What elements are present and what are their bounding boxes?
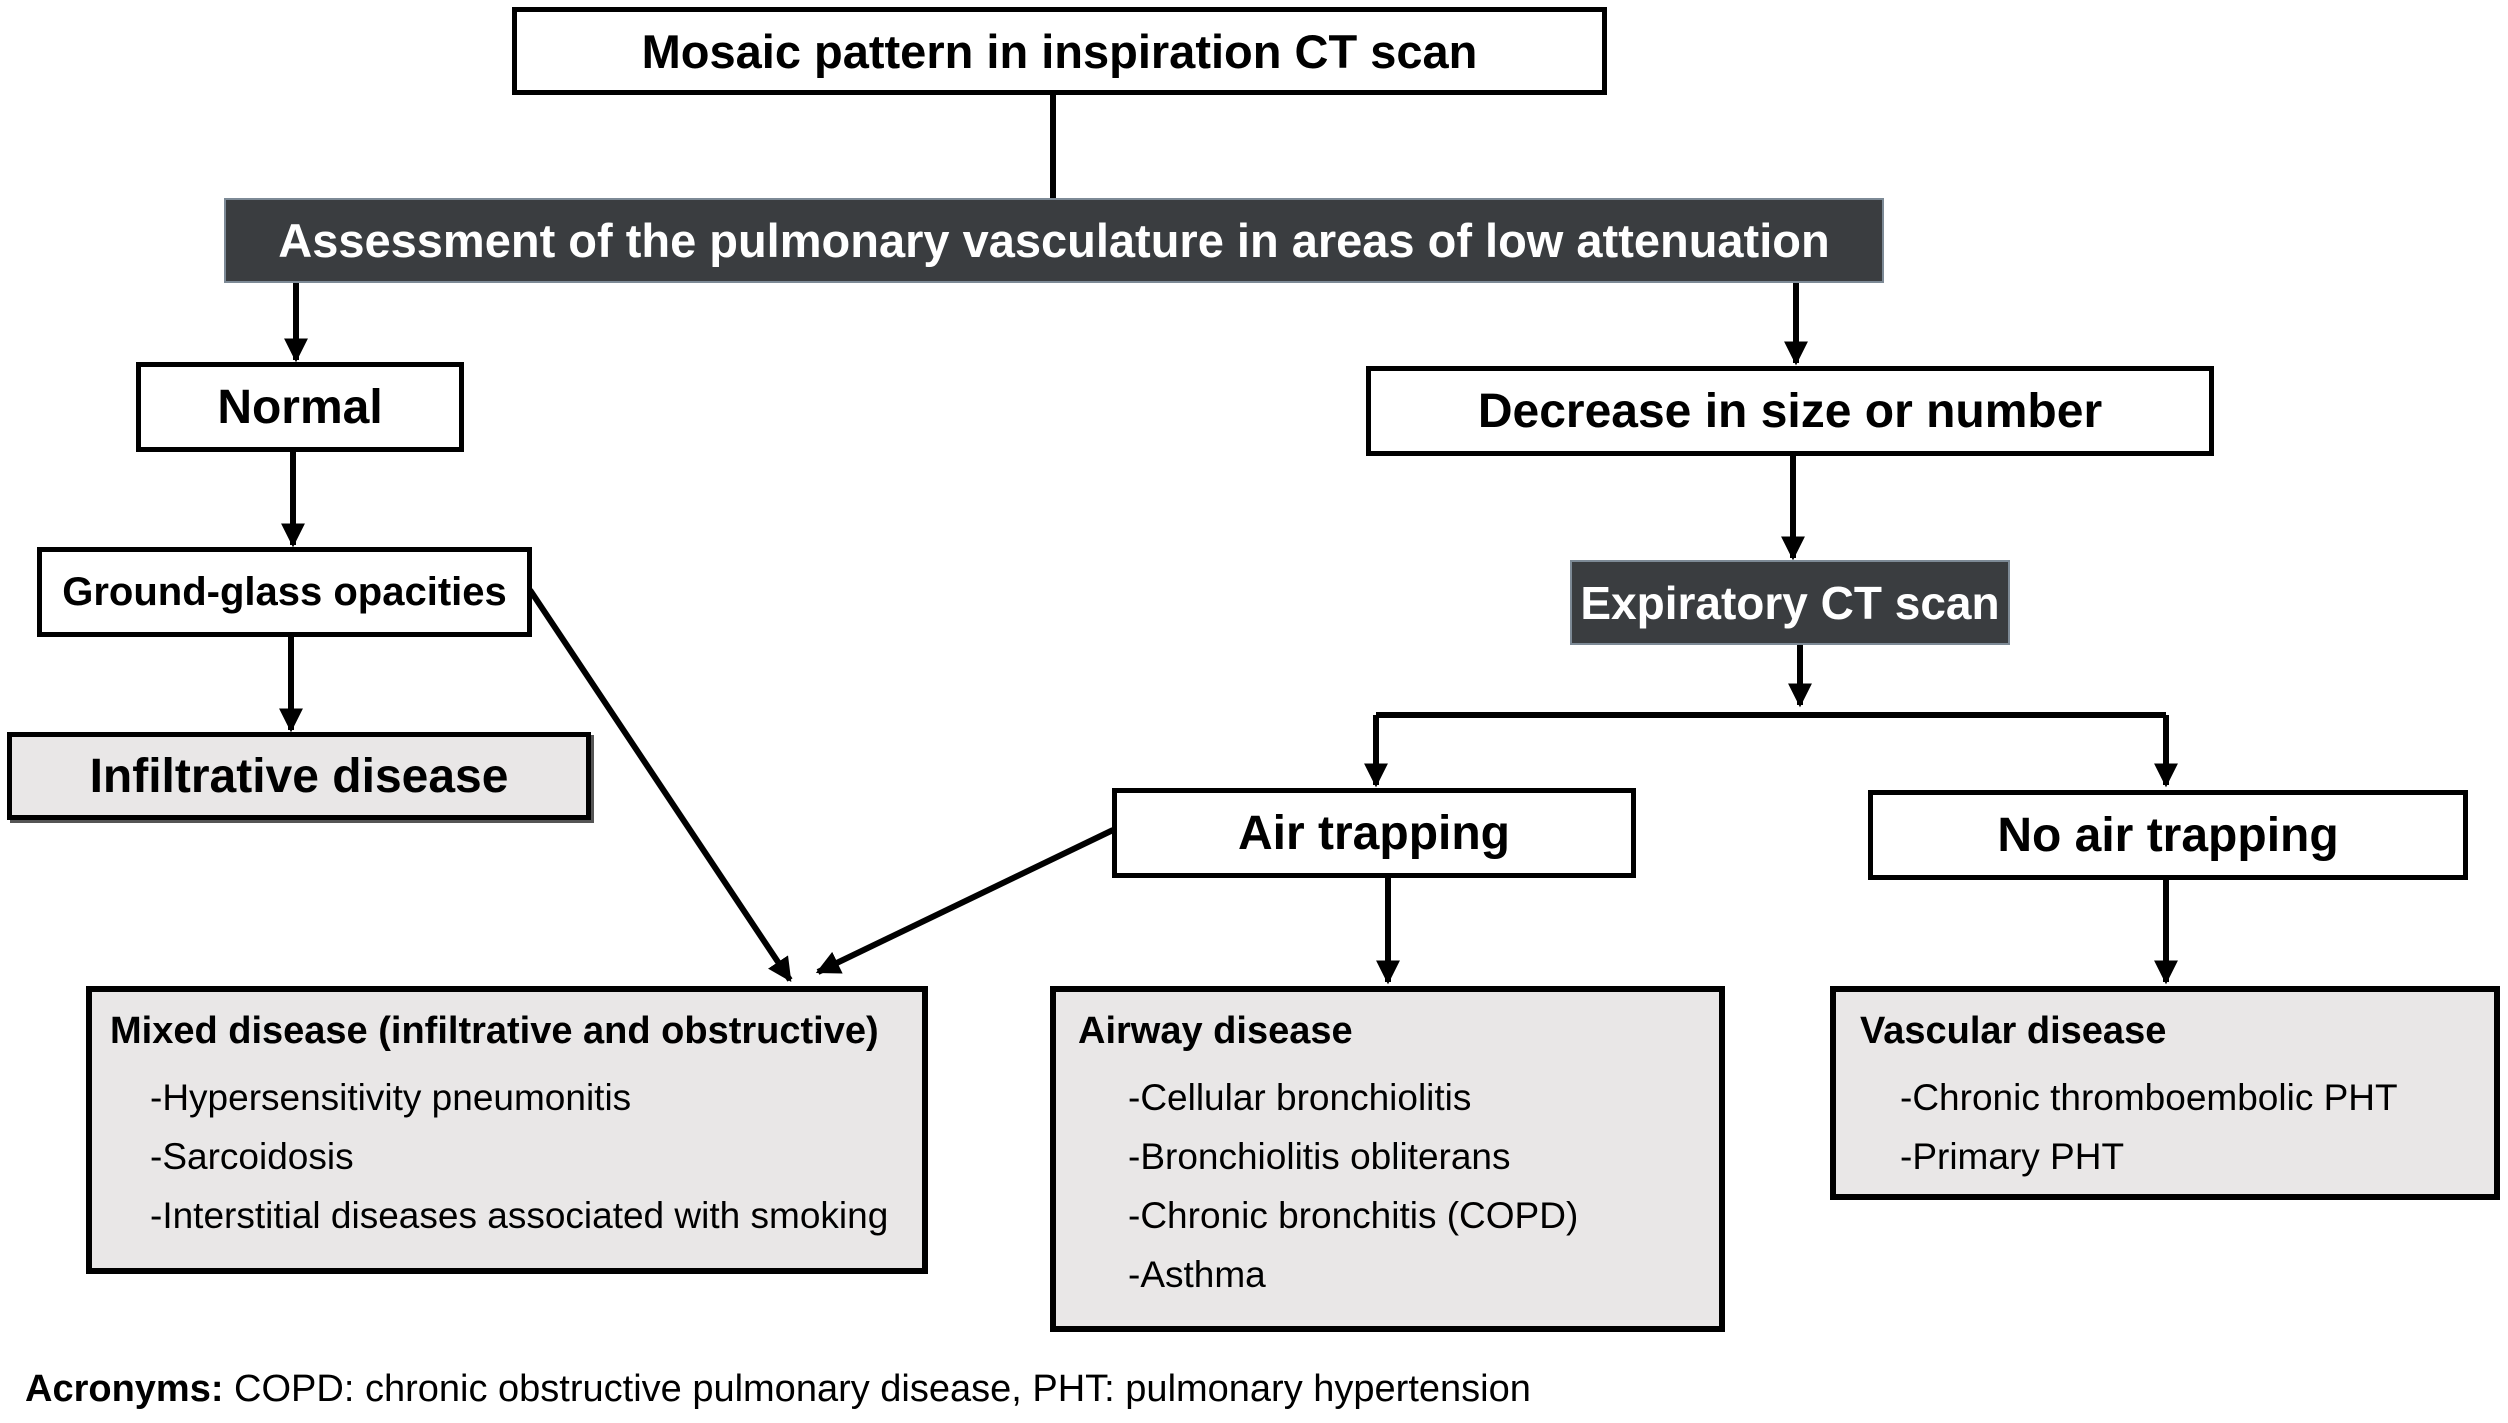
outcome-mixed-disease: Mixed disease (infiltrative and obstruct… [86,986,928,1274]
outcome-vascular-disease-title: Vascular disease [1860,1010,2167,1052]
node-infiltrative-disease-label: Infiltrative disease [89,749,509,803]
node-infiltrative-disease: Infiltrative disease [7,732,591,820]
arrow-airtrapping-mixed [815,827,1115,975]
arrow-groundglass-mixed [527,588,793,982]
acronyms-text: COPD: chronic obstructive pulmonary dise… [223,1368,1531,1410]
list-item: -Chronic bronchitis (COPD) [1128,1195,1579,1236]
list-item: -Hypersensitivity pneumonitis [150,1077,632,1118]
list-item: -Bronchiolitis obliterans [1128,1136,1511,1177]
list-item: -Asthma [1128,1254,1266,1295]
node-mosaic-pattern-label: Mosaic pattern in inspiration CT scan [641,24,1478,78]
list-item: -Sarcoidosis [150,1136,354,1177]
node-ground-glass-opacities-label: Ground-glass opacities [62,569,507,614]
node-decrease-size-number: Decrease in size or number [1366,366,2214,456]
list-item: -Primary PHT [1900,1136,2125,1177]
outcome-vascular-disease: Vascular disease -Chronic thromboembolic… [1830,986,2500,1200]
acronyms-footnote: Acronyms: COPD: chronic obstructive pulm… [25,1368,1531,1411]
node-air-trapping-label: Air trapping [1238,806,1510,860]
acronyms-label: Acronyms: [25,1368,224,1410]
outcome-mixed-disease-title: Mixed disease (infiltrative and obstruct… [110,1010,879,1052]
node-decrease-size-number-label: Decrease in size or number [1477,384,2103,438]
node-vasculature-assessment-label: Assessment of the pulmonary vasculature … [278,214,1830,267]
node-vasculature-assessment: Assessment of the pulmonary vasculature … [224,198,1884,283]
outcome-airway-disease-title: Airway disease [1078,1010,1353,1052]
node-mosaic-pattern: Mosaic pattern in inspiration CT scan [512,7,1607,95]
node-air-trapping: Air trapping [1112,788,1636,878]
list-item: -Interstitial diseases associated with s… [150,1195,889,1236]
node-normal: Normal [136,362,464,452]
list-item: -Chronic thromboembolic PHT [1900,1077,2398,1118]
node-no-air-trapping: No air trapping [1868,790,2468,880]
outcome-airway-disease: Airway disease -Cellular bronchiolitis -… [1050,986,1725,1332]
list-item: -Cellular bronchiolitis [1128,1077,1472,1118]
node-ground-glass-opacities: Ground-glass opacities [37,547,532,637]
node-expiratory-ct-label: Expiratory CT scan [1580,576,2000,629]
node-normal-label: Normal [217,380,383,434]
node-no-air-trapping-label: No air trapping [1997,808,2339,862]
node-expiratory-ct: Expiratory CT scan [1570,560,2010,645]
